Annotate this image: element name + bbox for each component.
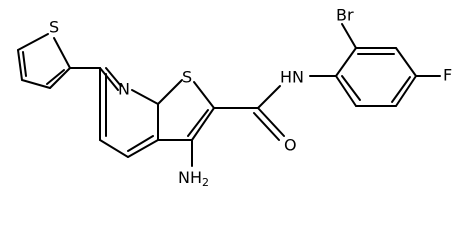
bond <box>21 79 51 89</box>
bond <box>131 89 159 105</box>
bond <box>53 37 71 69</box>
bromo-bond <box>341 23 357 49</box>
pyridine-ring <box>99 67 159 158</box>
bond <box>17 33 49 51</box>
bond <box>157 79 183 105</box>
bond <box>105 67 122 87</box>
bond <box>99 139 129 158</box>
bond <box>335 75 357 107</box>
fused-sulfur-label: S <box>182 68 192 87</box>
bond <box>391 76 411 103</box>
phenyl-ring <box>335 47 417 107</box>
amine-subscript: 2 <box>202 176 209 189</box>
carbonyl-oxygen-label: O <box>284 136 297 155</box>
fluorine-label: F <box>443 66 452 85</box>
bond <box>17 49 23 81</box>
fused-thiophene-ring <box>157 79 215 141</box>
thiophene-sulfur-label: S <box>49 18 59 37</box>
bond <box>253 112 280 141</box>
bond <box>335 47 357 77</box>
bond <box>99 67 119 91</box>
bond <box>49 67 71 89</box>
bond <box>395 47 417 77</box>
bond <box>127 135 154 152</box>
bond <box>257 107 285 137</box>
amine-label: NH2 <box>178 168 209 190</box>
bond <box>257 85 281 109</box>
thiophene-ring <box>17 33 71 89</box>
bond <box>46 69 65 85</box>
structure-canvas: S N S HN Br F O NH2 <box>17 6 452 190</box>
bond <box>127 139 159 158</box>
bond <box>193 81 215 109</box>
bond <box>191 107 215 141</box>
amide-nh-label: HN <box>280 68 304 87</box>
amide-group <box>213 75 337 141</box>
bond <box>187 109 209 137</box>
pyridine-nitrogen-label: N <box>118 80 130 99</box>
bromine-label: Br <box>336 6 354 25</box>
amine-nh-text: NH <box>178 168 202 187</box>
bond <box>22 51 27 77</box>
bond <box>341 75 361 101</box>
bond <box>395 75 417 107</box>
chemical-structure: S N S HN Br F O NH2 <box>17 6 452 190</box>
